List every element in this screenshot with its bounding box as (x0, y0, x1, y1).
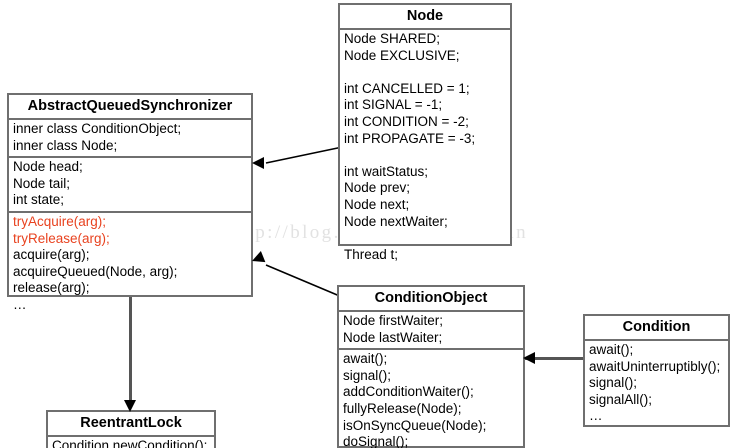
class-member-row: int CANCELLED = 1; (344, 80, 470, 96)
connector-condition-object-to-aqs (265, 264, 343, 298)
compartment-condition-object-methods: await(); signal(); addConditionWaiter();… (339, 350, 523, 448)
class-member-row: Node nextWaiter; (344, 213, 448, 229)
compartment-condition-methods: await(); awaitUninterruptibly(); signal(… (585, 341, 728, 427)
class-member-spacer (344, 230, 510, 247)
class-member-row-ellipsis: … (589, 408, 603, 424)
arrowhead-aqs-to-reentrant-lock (124, 400, 136, 412)
class-member-spacer (344, 64, 510, 81)
class-member-row: Node firstWaiter; (343, 313, 444, 328)
compartment-node-members: Node SHARED; Node EXCLUSIVE; int CANCELL… (340, 30, 510, 265)
class-member-row: int waitStatus; (344, 163, 429, 179)
connector-condition-to-condition-object (524, 357, 584, 360)
class-member-row: int state; (13, 192, 65, 208)
class-member-row: int PROPAGATE = -3; (344, 130, 476, 146)
compartment-aqs-methods: tryAcquire(arg); tryRelease(arg); acquir… (9, 213, 251, 316)
class-member-row: signalAll(); (589, 391, 653, 407)
class-member-row: signal(); (589, 375, 638, 391)
class-member-row: fullyRelease(Node); (343, 400, 462, 416)
class-box-node[interactable]: Node Node SHARED; Node EXCLUSIVE; int CA… (338, 3, 512, 262)
class-member-row: awaitUninterruptibly(); (589, 358, 721, 374)
class-member-row: await(); (343, 351, 388, 367)
class-box-reentrant-lock[interactable]: ReentrantLock Condition newCondition(); (46, 410, 216, 448)
class-title-abstract-queued-synchronizer: AbstractQueuedSynchronizer (9, 95, 251, 120)
class-member-row: release(arg); (13, 280, 90, 296)
class-member-row: acquire(arg); (13, 247, 90, 263)
class-member-row: int CONDITION = -2; (344, 113, 469, 129)
class-title-condition-object: ConditionObject (339, 287, 523, 312)
class-member-row: inner class Node; (13, 137, 118, 153)
compartment-condition-object-fields: Node firstWaiter; Node lastWaiter; (339, 312, 523, 351)
class-member-row: Node prev; (344, 180, 411, 196)
class-member-row: doSignal(); (343, 434, 409, 448)
class-member-row: isOnSyncQueue(Node); (343, 417, 487, 433)
class-box-abstract-queued-synchronizer[interactable]: AbstractQueuedSynchronizer inner class C… (7, 93, 253, 312)
class-member-row: Node lastWaiter; (343, 329, 443, 345)
class-member-row: Node EXCLUSIVE; (344, 47, 460, 63)
arrowhead-condition-to-condition-object (523, 352, 535, 364)
class-box-condition[interactable]: Condition await(); awaitUninterruptibly(… (583, 314, 730, 427)
class-member-row: Node next; (344, 196, 410, 212)
class-member-row: Node head; (13, 159, 83, 175)
class-member-row: Node SHARED; (344, 31, 441, 46)
class-title-node: Node (340, 5, 510, 30)
class-title-reentrant-lock: ReentrantLock (48, 412, 214, 437)
class-member-spacer (344, 147, 510, 164)
class-member-row: inner class ConditionObject; (13, 121, 182, 136)
connector-aqs-to-reentrant-lock (129, 297, 132, 405)
compartment-aqs-fields: Node head; Node tail; int state; (9, 158, 251, 213)
class-member-row-ellipsis: … (13, 296, 27, 312)
class-member-row: await(); (589, 342, 634, 357)
class-member-row: Thread t; (344, 246, 399, 262)
class-member-row: int SIGNAL = -1; (344, 97, 443, 113)
class-title-condition: Condition (585, 316, 728, 341)
arrowhead-node-to-aqs (252, 157, 264, 169)
class-member-row-highlighted: tryRelease(arg); (13, 230, 110, 246)
compartment-reentrant-lock-methods: Condition newCondition(); (48, 437, 214, 448)
class-member-row: addConditionWaiter(); (343, 384, 474, 400)
class-member-row: acquireQueued(Node, arg); (13, 263, 178, 279)
class-box-condition-object[interactable]: ConditionObject Node firstWaiter; Node l… (337, 285, 525, 448)
compartment-aqs-inner-classes: inner class ConditionObject; inner class… (9, 120, 251, 159)
class-member-row: signal(); (343, 367, 392, 383)
connector-node-to-aqs (265, 144, 353, 164)
class-member-row-highlighted: tryAcquire(arg); (13, 213, 107, 229)
class-member-row: Condition newCondition(); (52, 438, 208, 448)
class-member-row: Node tail; (13, 175, 71, 191)
